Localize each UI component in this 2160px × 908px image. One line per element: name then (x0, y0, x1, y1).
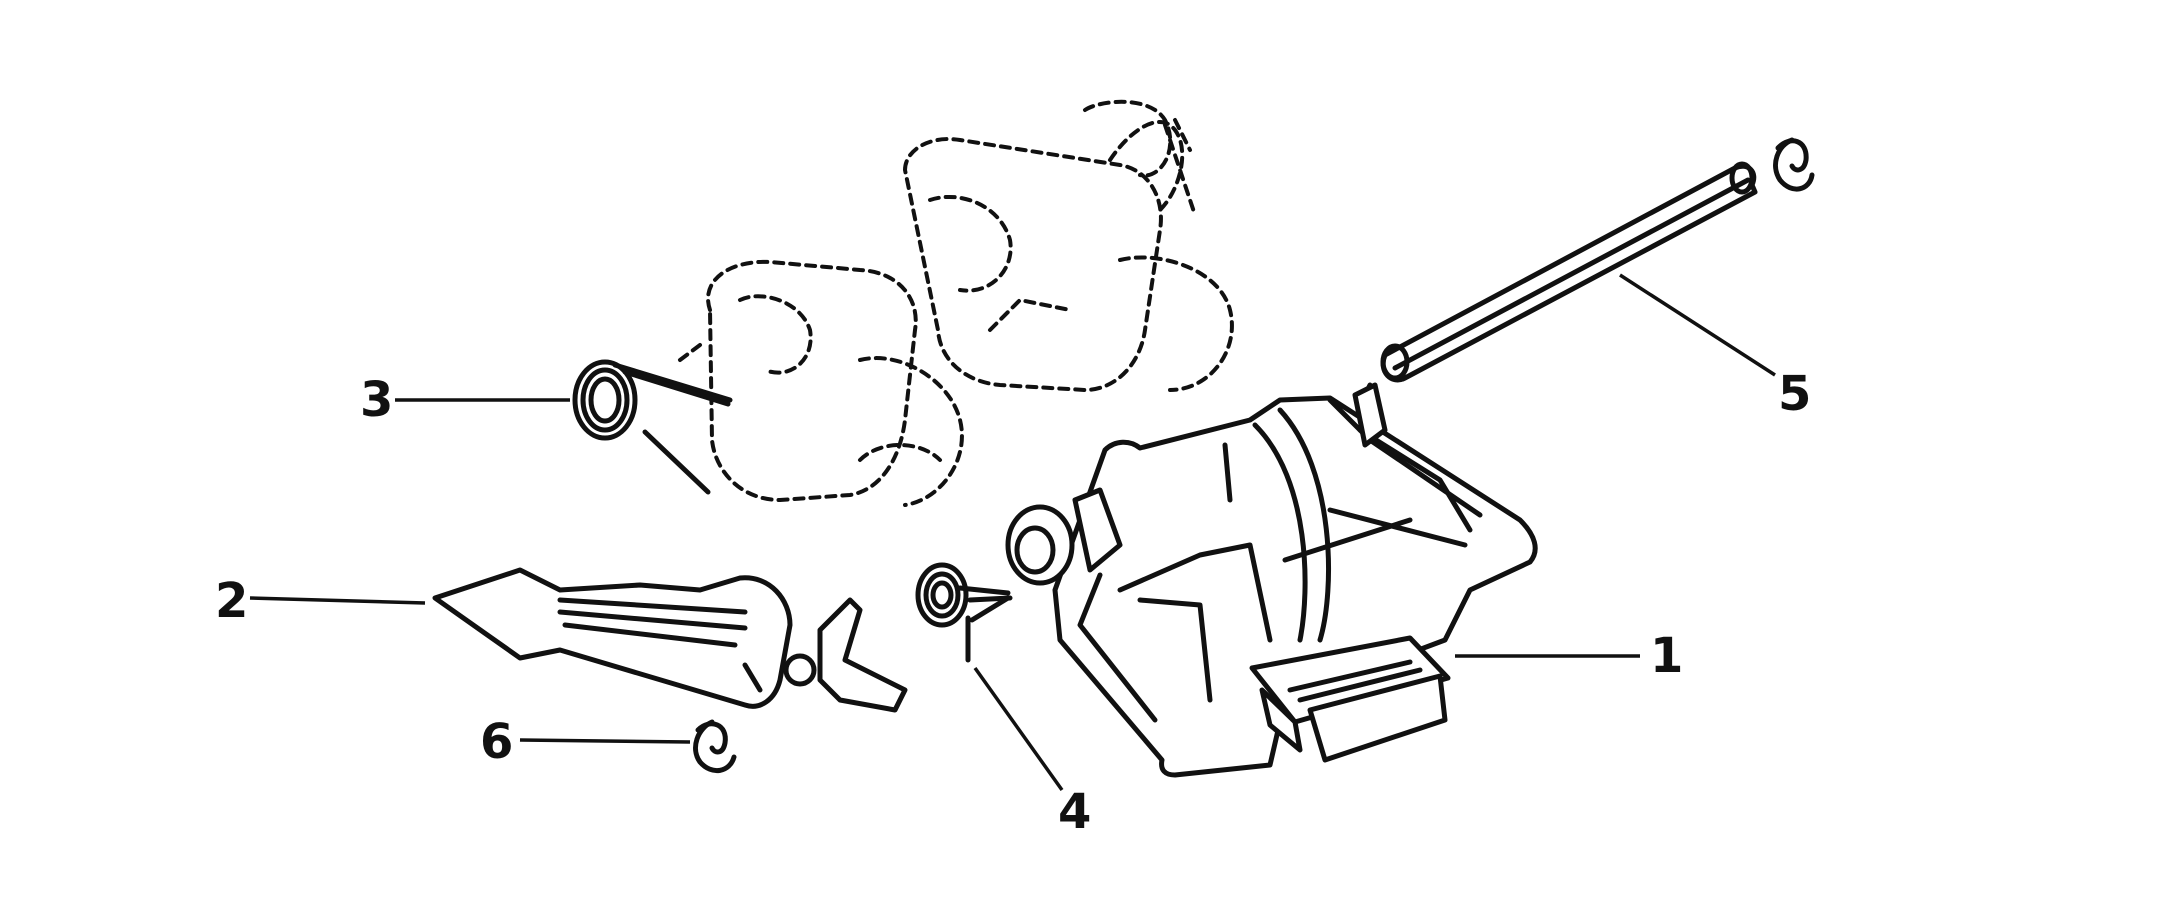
part-4-small-spring (915, 562, 1013, 663)
ghost-chain-links (678, 99, 1234, 507)
callout-3: 3 (360, 372, 393, 428)
callout-6: 6 (480, 714, 513, 770)
part-5-pivot-pin (1380, 161, 1758, 383)
part-6-e-clip (693, 719, 737, 774)
callout-1: 1 (1650, 628, 1683, 684)
callout-5: 5 (1778, 366, 1811, 422)
callout-2: 2 (215, 573, 248, 629)
callout-4: 4 (1058, 784, 1091, 840)
e-clip-upper-right (1773, 137, 1815, 192)
part-3-torsion-spring (572, 359, 733, 495)
part-2-latch-lever (432, 567, 908, 713)
part-1-bracket-housing (1005, 382, 1538, 778)
leader-lines (249, 273, 1776, 792)
callout-labels: 1 2 3 4 5 6 (215, 366, 1811, 840)
